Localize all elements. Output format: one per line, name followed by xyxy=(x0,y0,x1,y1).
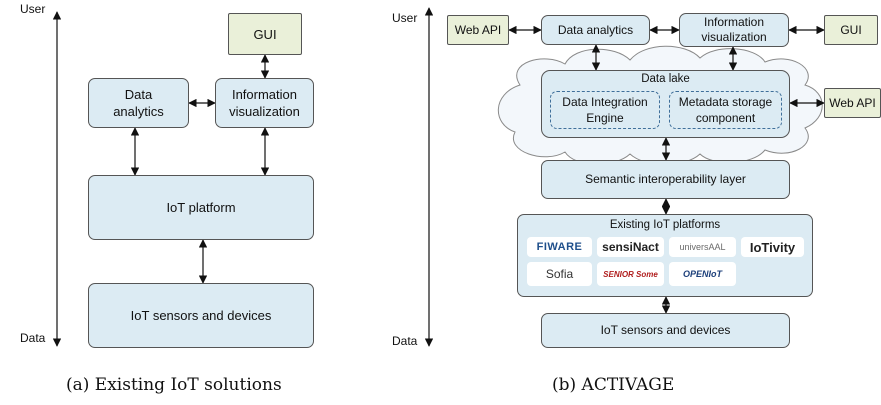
logo-openiot: OPENIoT xyxy=(669,262,736,286)
right-web-api-left-box: Web API xyxy=(447,15,509,45)
existing-iot-platforms-label: Existing IoT platforms xyxy=(609,219,721,231)
data-integration-engine-box: Data Integration Engine xyxy=(550,91,660,129)
data-lake-label: Data lake xyxy=(641,73,690,85)
left-data-analytics-box: Data analytics xyxy=(88,78,189,128)
left-iot-platform-box: IoT platform xyxy=(88,175,314,240)
right-data-analytics-box: Data analytics xyxy=(541,15,650,45)
semantic-interoperability-box: Semantic interoperability layer xyxy=(541,160,790,199)
right-info-vis-box: Information visualization xyxy=(679,13,789,47)
right-axis-user-label: User xyxy=(392,11,418,25)
metadata-storage-box: Metadata storage component xyxy=(669,91,782,129)
left-axis-data-label: Data xyxy=(20,331,46,345)
right-web-api-right-box: Web API xyxy=(824,88,881,118)
right-axis-data-label: Data xyxy=(392,334,418,348)
left-iot-sensors-box: IoT sensors and devices xyxy=(88,283,314,348)
logo-sofia: Sofia xyxy=(527,262,592,286)
right-iot-sensors-box: IoT sensors and devices xyxy=(541,313,790,348)
left-caption: (a) Existing IoT solutions xyxy=(66,375,282,395)
left-info-vis-box: Information visualization xyxy=(215,78,314,128)
logo-universaal: universAAL xyxy=(669,237,736,257)
left-gui-box: GUI xyxy=(228,13,302,55)
left-axis-user-label: User xyxy=(20,2,46,16)
logo-iotivity: IoTivity xyxy=(741,237,804,257)
right-gui-box: GUI xyxy=(824,15,878,45)
logo-fiware: FIWARE xyxy=(527,237,592,257)
right-caption: (b) ACTIVAGE xyxy=(552,375,675,395)
logo-senior-some: SENIOR Some xyxy=(597,262,664,286)
logo-sensinact: sensiNact xyxy=(597,237,664,257)
